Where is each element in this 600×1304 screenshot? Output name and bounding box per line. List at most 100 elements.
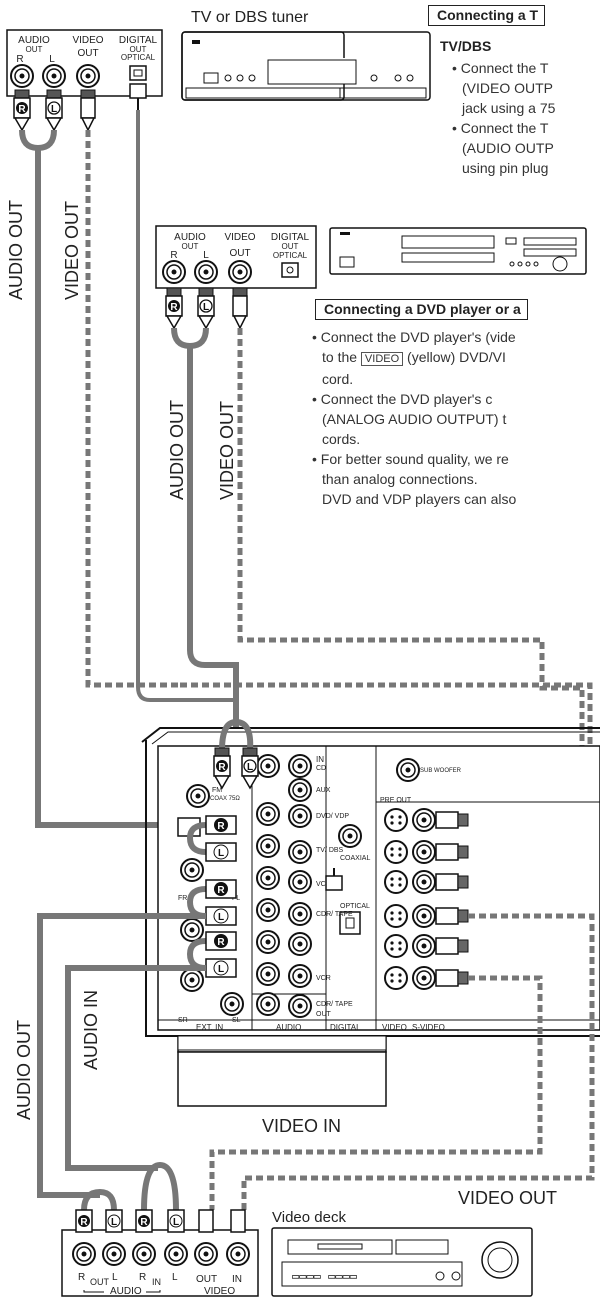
svg-text:DIGITAL: DIGITAL [330,1023,361,1032]
svg-text:OPTICAL: OPTICAL [340,903,370,910]
svg-text:R: R [78,1272,85,1283]
svg-text:OUT: OUT [26,45,43,54]
tv-video-cable [85,130,180,688]
svg-text:L: L [173,1217,179,1228]
tv-audio-cable [35,148,206,828]
svg-text:OUT: OUT [182,242,199,251]
dvd-section-body: • Connect the DVD player's (vide to the … [312,329,517,507]
tv-bullet-2: • Connect the T (AUDIO OUTP using pin pl… [452,120,554,176]
svg-text:IN: IN [152,1277,161,1287]
video-deck-panel: R OUT L R IN L AUDIO OUT IN VIDEO [61,1229,259,1297]
svg-text:CD: CD [316,765,326,772]
video-jack-tag: VIDEO [360,352,404,366]
receiver-tv-audio-plugs: R L [186,815,237,862]
svg-text:AUDIO: AUDIO [276,1023,301,1032]
svg-text:L: L [112,1272,118,1283]
svg-text:OPTICAL: OPTICAL [121,53,156,62]
video-deck-plugs: R L R L [75,1161,246,1233]
svg-text:FM: FM [212,787,222,794]
vcr-audio-out-label: AUDIO OUT [14,1020,34,1120]
tv-tuner-plugs [13,83,147,131]
tv-tuner-title: TV or DBS tuner [191,9,309,26]
svg-text:OPTICAL: OPTICAL [273,251,308,260]
svg-text:AUDIO: AUDIO [110,1286,142,1297]
receiver-dvd-audio-plugs [213,718,259,789]
svg-text:L: L [218,912,224,923]
svg-text:R: R [80,1217,88,1228]
dvd-video-out-label: VIDEO OUT [217,401,237,500]
tv-audio-out-label: AUDIO OUT [6,200,26,300]
tv-section-header: Connecting a T [428,5,546,26]
svg-text:EXT. IN: EXT. IN [196,1023,223,1032]
vcr-audio-in-label: AUDIO IN [81,990,101,1070]
svg-text:DIGITAL: DIGITAL [119,35,158,46]
svg-text:IN: IN [232,1274,242,1285]
svg-text:VIDEO: VIDEO [224,232,255,243]
svg-text:AUDIO: AUDIO [18,35,50,46]
svg-text:R: R [217,821,225,832]
tv-video-out-label: VIDEO OUT [62,201,82,300]
tv-audio-cable-loop [19,129,57,152]
svg-text:L: L [111,1217,117,1228]
svg-text:OUT: OUT [196,1274,217,1285]
svg-text:R: R [217,885,225,896]
vcr-video-in-cable [209,975,543,1210]
dvd-player-panel: AUDIO OUT VIDEO OUT DIGITAL OUT OPTICAL … [155,225,317,289]
video-deck-title: Video deck [272,1209,346,1226]
tv-section-subhead: TV/DBS [440,38,492,54]
dvd-player-device [329,227,587,275]
svg-text:L: L [203,250,209,261]
svg-text:PRE OUT: PRE OUT [380,797,412,804]
vcr-audio-in-cable [65,965,206,1171]
svg-text:VIDEO: VIDEO [72,35,103,46]
svg-text:S-VIDEO: S-VIDEO [412,1023,445,1032]
svg-text:AUDIO: AUDIO [174,232,206,243]
vcr-audio-out-cable [37,913,206,1198]
svg-text:L: L [218,964,224,975]
svg-text:L: L [172,1272,178,1283]
tv-optical-cable [136,110,236,702]
svg-text:COAXIAL: COAXIAL [340,855,370,862]
svg-text:AUX: AUX [316,787,331,794]
svg-text:L: L [49,54,55,65]
tv-tuner-device [181,31,414,101]
receiver-foot [177,1051,387,1107]
svg-text:CDR/ TAPE: CDR/ TAPE [316,1001,353,1008]
svg-text:R: R [16,54,23,65]
dvd-audio-cable [187,346,239,728]
video-deck-device: ▭▭▭▭ ▭▭▭▭ [271,1227,533,1297]
svg-text:OUT: OUT [90,1277,110,1287]
svg-text:SL: SL [232,1017,241,1024]
svg-text:DVD/ VDP: DVD/ VDP [316,813,349,820]
svg-text:VIDEO: VIDEO [204,1286,235,1297]
svg-text:TV/ DBS: TV/ DBS [316,847,344,854]
vcr-video-out-label: VIDEO OUT [458,1188,557,1208]
tv-bullet-1: • Connect the T (VIDEO OUTP jack using a… [452,60,556,116]
svg-text:R: R [139,1272,146,1283]
dvd-section-header: Connecting a DVD player or a [315,299,528,320]
receiver-vcr-audio-out-plugs: R L [186,879,237,926]
svg-text:SUB WOOFER: SUB WOOFER [420,768,462,774]
svg-text:R: R [140,1217,148,1228]
svg-text:R: R [170,250,177,261]
svg-text:FR: FR [178,895,187,902]
svg-text:VIDEO: VIDEO [382,1023,407,1032]
svg-text:DIGITAL: DIGITAL [271,232,310,243]
dvd-plugs [165,287,248,329]
vcr-video-in-label: VIDEO IN [262,1116,341,1136]
svg-text:COAX 75Ω: COAX 75Ω [210,796,240,802]
svg-text:L: L [218,848,224,859]
svg-text:OUT: OUT [130,45,147,54]
svg-text:OUT: OUT [77,48,98,59]
dvd-audio-cable-loop [171,327,209,350]
svg-text:SR: SR [178,1017,188,1024]
svg-text:VCR: VCR [316,975,331,982]
svg-text:OUT: OUT [229,248,250,259]
svg-text:R: R [217,937,225,948]
svg-text:OUT: OUT [316,1011,332,1018]
receiver-optical-plug [325,868,343,891]
svg-text:VCR: VCR [316,881,331,888]
vcr-video-out-cable [241,913,595,1210]
svg-text:IN: IN [316,755,324,764]
